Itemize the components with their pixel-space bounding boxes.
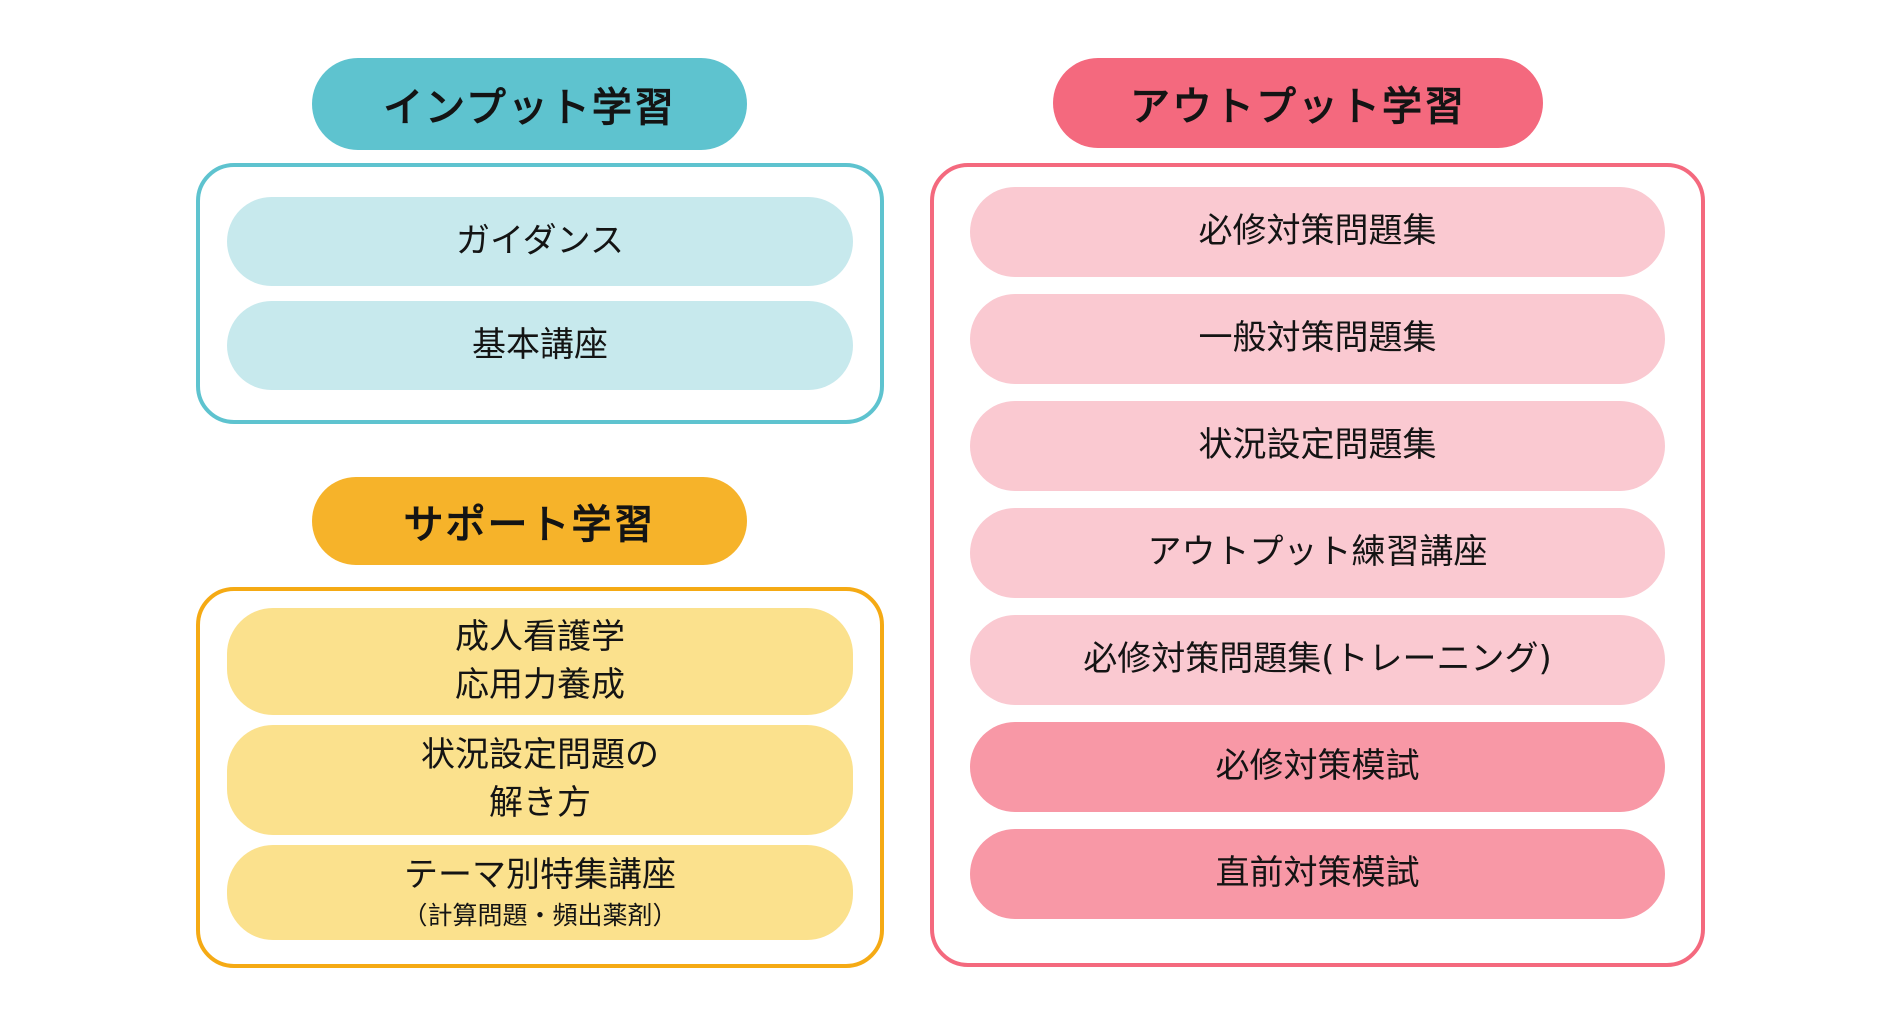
course-pill-line1: 状況設定問題の [421,735,659,776]
course-pill-hisshu-workbook: 必修対策問題集 [970,187,1665,277]
support-section-box: 成人看護学 応用力養成 状況設定問題の 解き方 テーマ別特集講座 （計算問題・頻… [196,587,884,968]
input-section-box: ガイダンス 基本講座 [196,163,884,424]
course-pill-label: 必修対策問題集 [1198,211,1437,252]
course-pill-line2: （計算問題・頻出薬剤） [402,901,678,931]
course-pill-hisshu-mock-exam: 必修対策模試 [970,722,1665,812]
course-pill-label: ガイダンス [456,220,624,261]
course-pill-label: 必修対策問題集(トレーニング) [1083,639,1552,680]
output-section-title: アウトプット学習 [1130,84,1466,130]
course-pill-theme-special: テーマ別特集講座 （計算問題・頻出薬剤） [227,845,853,940]
course-pill-situation-solving: 状況設定問題の 解き方 [227,725,853,835]
course-pill-line1: テーマ別特集講座 [404,855,676,896]
course-pill-basic-course: 基本講座 [227,301,853,390]
course-pill-line2: 解き方 [489,783,591,823]
course-pill-label: アウトプット練習講座 [1147,532,1488,573]
course-pill-label: 必修対策模試 [1215,746,1420,787]
course-pill-situation-workbook: 状況設定問題集 [970,401,1665,491]
course-pill-label: 一般対策問題集 [1198,318,1437,359]
course-pill-output-practice: アウトプット練習講座 [970,508,1665,598]
course-pill-line1: 成人看護学 [455,616,625,657]
course-pill-ippan-workbook: 一般対策問題集 [970,294,1665,384]
input-section-title: インプット学習 [383,85,676,131]
support-section-header: サポート学習 [312,477,747,565]
course-pill-adult-nursing: 成人看護学 応用力養成 [227,608,853,715]
course-pill-label: 状況設定問題集 [1198,425,1437,466]
course-pill-guidance: ガイダンス [227,197,853,286]
output-section-header: アウトプット学習 [1053,58,1543,148]
course-pill-label: 基本講座 [472,324,608,365]
course-pill-line2: 応用力養成 [455,664,625,705]
course-pill-final-mock-exam: 直前対策模試 [970,829,1665,919]
output-section-box: 必修対策問題集 一般対策問題集 状況設定問題集 アウトプット練習講座 必修対策問… [930,163,1705,967]
input-section-header: インプット学習 [312,58,747,150]
support-section-title: サポート学習 [403,502,656,548]
course-pill-label: 直前対策模試 [1215,853,1420,894]
course-pill-hisshu-training: 必修対策問題集(トレーニング) [970,615,1665,705]
